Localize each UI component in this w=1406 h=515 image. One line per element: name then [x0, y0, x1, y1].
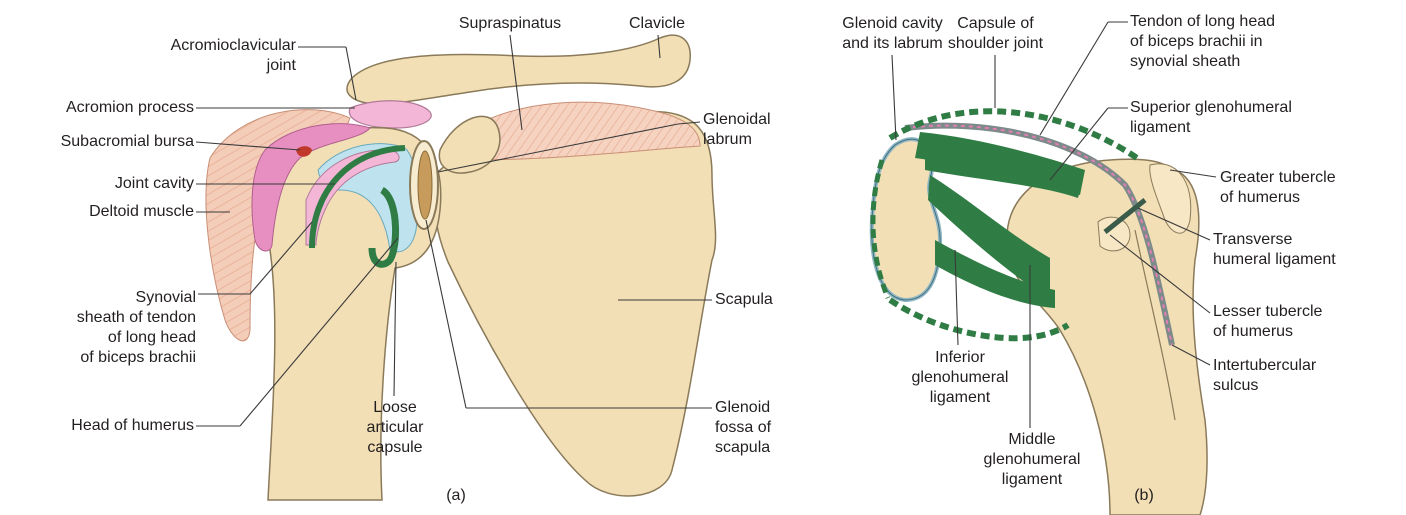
label-supraspinatus: Supraspinatus — [450, 14, 570, 34]
glenoid-fossa — [418, 151, 432, 219]
leader-loose-capsule — [394, 262, 396, 396]
label-deltoid-muscle: Deltoid muscle — [4, 202, 194, 222]
label-acromioclavicular-joint: Acromioclavicular joint — [110, 36, 296, 76]
label-greater-tubercle: Greater tubercle of humerus — [1220, 168, 1400, 208]
leader-glenoid-cavity — [892, 55, 896, 140]
label-head-of-humerus: Head of humerus — [4, 416, 194, 436]
caption-panel-a: (a) — [436, 486, 476, 506]
label-lesser-tubercle: Lesser tubercle of humerus — [1213, 302, 1393, 342]
label-inferior-glenohumeral: Inferior glenohumeral ligament — [900, 348, 1020, 408]
label-subacromial-bursa: Subacromial bursa — [4, 132, 194, 152]
clavicle-bone — [347, 35, 690, 104]
label-middle-glenohumeral: Middle glenohumeral ligament — [972, 430, 1092, 490]
label-scapula: Scapula — [715, 290, 805, 310]
label-synovial-sheath: Synovial sheath of tendon of long head o… — [4, 288, 196, 368]
label-joint-cavity: Joint cavity — [4, 174, 194, 194]
label-intertubercular-sulcus: Intertubercular sulcus — [1213, 356, 1393, 396]
label-clavicle: Clavicle — [612, 14, 702, 34]
label-loose-articular-capsule: Loose articular capsule — [350, 398, 440, 458]
label-glenoidal-labrum: Glenoidal labrum — [703, 110, 803, 150]
label-transverse-humeral: Transverse humeral ligament — [1213, 230, 1399, 270]
label-acromion-process: Acromion process — [4, 98, 194, 118]
label-glenoid-cavity-labrum: Glenoid cavity and its labrum — [830, 14, 955, 54]
label-superior-glenohumeral: Superior glenohumeral ligament — [1130, 98, 1330, 138]
caption-panel-b: (b) — [1124, 486, 1164, 506]
panel-a-art — [206, 35, 716, 500]
acromion — [349, 101, 431, 128]
label-capsule-shoulder-joint: Capsule of shoulder joint — [938, 14, 1053, 54]
label-tendon-long-head: Tendon of long head of biceps brachii in… — [1130, 12, 1330, 72]
label-glenoid-fossa: Glenoid fossa of scapula — [715, 398, 815, 458]
